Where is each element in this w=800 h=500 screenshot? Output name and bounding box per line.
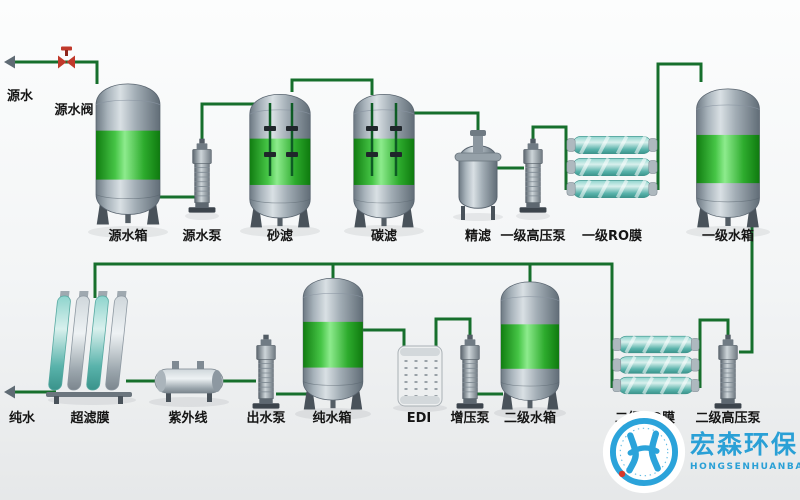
label-stage2-hp-pump: 二级高压泵 [695, 411, 761, 426]
source-pump [188, 138, 216, 214]
logo-name-cn: 宏森环保® [690, 432, 800, 458]
pipe-hp1-to-ro1 [531, 125, 568, 190]
logo-mark-icon [602, 410, 686, 494]
label-precision-filter: 精滤 [464, 229, 492, 244]
label-source-tank: 源水箱 [108, 229, 148, 244]
stage2-hp-pump [714, 334, 742, 410]
pure-water-arrow-icon [4, 385, 15, 399]
uf-membrane-unit [46, 291, 132, 404]
label-stage1-hp-pump: 一级高压泵 [500, 229, 566, 244]
label-outlet-pump: 出水泵 [246, 411, 286, 426]
label-edi: EDI [406, 411, 432, 426]
label-booster-pump: 增压泵 [450, 411, 490, 426]
label-stage1-tank: 一级水箱 [701, 229, 755, 244]
precision-filter [454, 130, 502, 220]
stage2-ro-membrane-tube [612, 375, 700, 396]
label-source-water: 源水 [6, 89, 34, 104]
pure-water-tank [302, 277, 364, 410]
stage1-hp-pump [519, 138, 547, 214]
flow-arrows [4, 55, 15, 399]
sand-filter-tank [249, 93, 311, 228]
filter-front-piping [268, 103, 398, 176]
pipe-source-feed [13, 60, 99, 84]
pipe-hp2-to-ro2 [698, 318, 730, 388]
label-sand-filter: 砂滤 [266, 229, 294, 244]
label-stage1-ro: 一级RO膜 [581, 229, 643, 244]
stage2-tank [500, 281, 560, 410]
label-uv-sterilizer: 紫外线 [168, 411, 208, 426]
pipe-stage1-tank-down [739, 219, 754, 354]
carbon-filter-tank [353, 93, 415, 228]
outlet-pump [252, 334, 280, 410]
logo-text: 宏森环保® HONGSENHUANBAO [690, 432, 800, 472]
source-valve-icon [58, 46, 75, 69]
stage2-ro-membrane-tube [612, 354, 700, 376]
pipe-ro2-to-header [93, 262, 614, 388]
label-source-pump: 源水泵 [182, 229, 222, 244]
pipe-ro1-to-stage1-tank [656, 62, 703, 190]
logo-name-cn-text: 宏森环保 [690, 430, 799, 460]
booster-pump [456, 334, 484, 410]
filter-valve-handles [264, 126, 402, 157]
stage1-ro-membrane-tube [566, 134, 658, 156]
label-stage2-tank: 二级水箱 [503, 411, 557, 426]
logo-name-en: HONGSENHUANBAO [690, 461, 800, 472]
label-pure-water: 纯水 [8, 411, 36, 426]
stage2-ro-membrane-tube [612, 334, 700, 355]
stage1-tank [696, 88, 760, 228]
source-water-arrow-icon [4, 55, 15, 69]
pipe-sand-to-carbon [290, 78, 374, 95]
equipment-shadows [48, 212, 770, 420]
company-logo: 宏森环保® HONGSENHUANBAO [602, 410, 800, 494]
uv-sterilizer [154, 361, 224, 402]
label-carbon-filter: 碳滤 [370, 229, 398, 244]
label-pure-water-tank: 纯水箱 [312, 411, 352, 426]
edi-module [397, 345, 443, 407]
label-uf-membrane: 超滤膜 [70, 411, 110, 426]
stage1-ro-membrane-tube [566, 178, 658, 200]
pipe-edi-to-pure-tank [363, 328, 406, 347]
stage1-ro-membrane-tube [566, 156, 658, 178]
source-tank [95, 83, 161, 225]
label-source-valve: 源水阀 [54, 103, 94, 118]
pipe-booster-to-edi [434, 317, 472, 347]
